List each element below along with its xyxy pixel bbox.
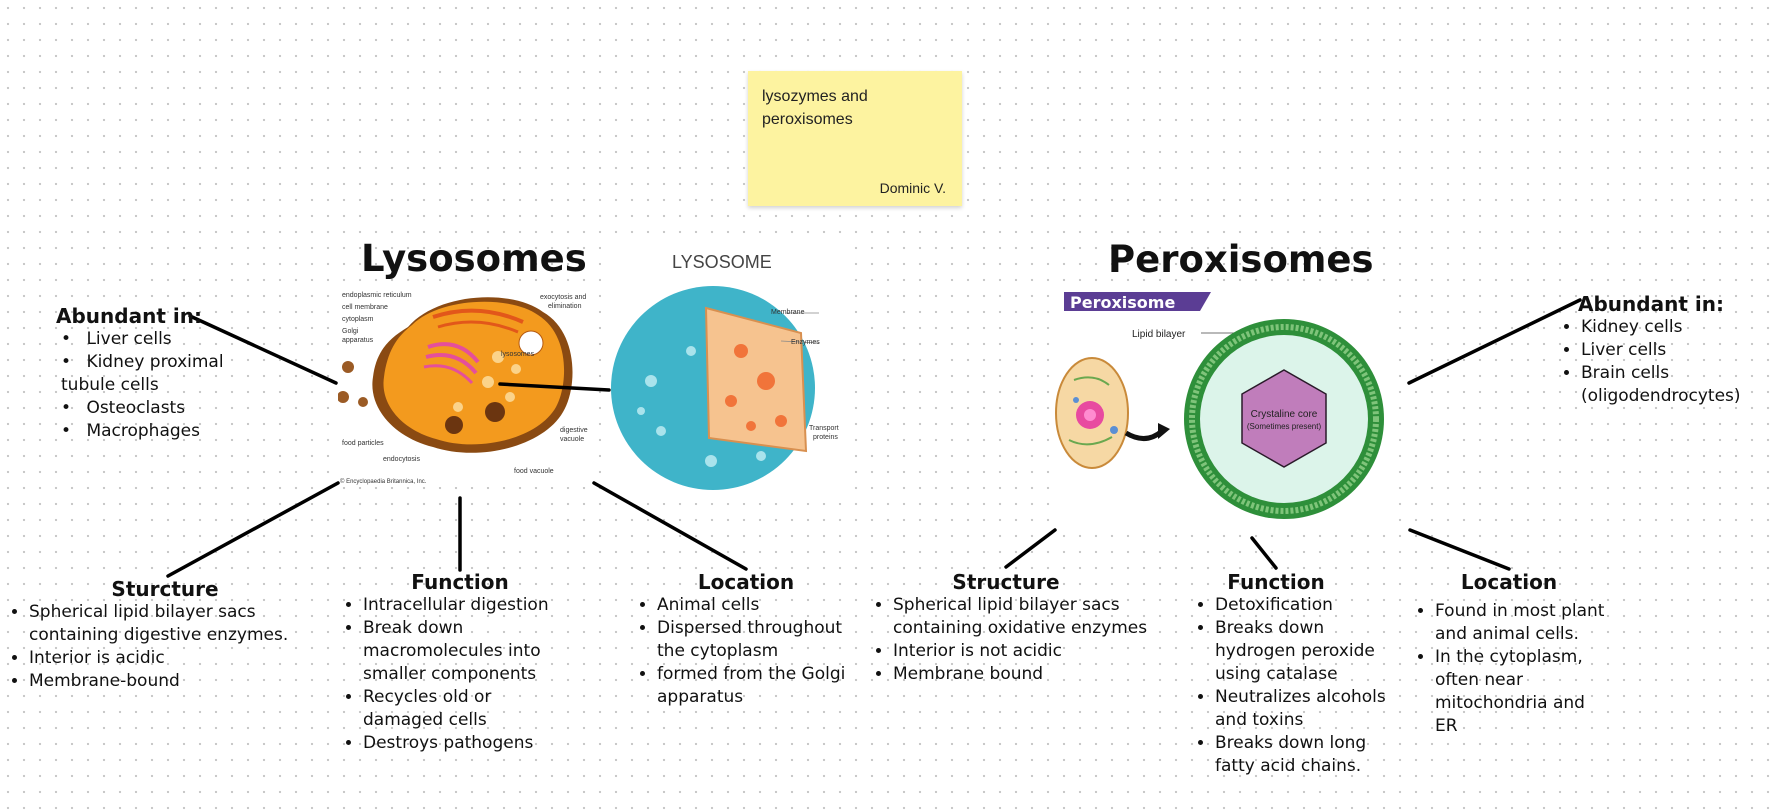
peroxisome-location-heading: Location — [1460, 570, 1558, 594]
peroxisomes-title: Peroxisomes — [1108, 238, 1374, 281]
lysosome-structure-section: Sturcture Spherical lipid bilayer sacs c… — [0, 577, 290, 693]
list-item: Detoxification — [1215, 594, 1395, 617]
list-item: Spherical lipid bilayer sacs containing … — [29, 601, 290, 647]
britannica-credit: © Encyclopaedia Britannica, Inc. — [340, 478, 427, 485]
sticky-note[interactable]: lysozymes and peroxisomes Dominic V. — [748, 71, 962, 206]
label-elimination: elimination — [548, 303, 582, 310]
core-sublabel: (Sometimes present) — [1247, 422, 1322, 431]
label-enzymes: Enzymes — [791, 339, 820, 346]
list-item: In the cytoplasm, often near mitochondri… — [1435, 646, 1610, 738]
label-golgi: Golgi — [342, 328, 359, 335]
label-cytoplasm: cytoplasm — [342, 316, 374, 323]
peroxisome-abundant-heading: Abundant in: — [1578, 292, 1724, 316]
label-endocytosis: endocytosis — [383, 456, 420, 463]
label-lipid-bilayer: Lipid bilayer — [1132, 329, 1186, 340]
list-item: Animal cells — [657, 594, 857, 617]
core-label: Crystaline core — [1251, 409, 1318, 420]
label-endoplasmic-reticulum: endoplasmic reticulum — [342, 292, 412, 299]
peroxisome-function-list: Detoxification Breaks down hydrogen pero… — [1186, 594, 1395, 778]
label-proteins: proteins — [813, 434, 838, 441]
lysosome-abundant-section: Abundant in: • Liver cells • Kidney prox… — [56, 304, 246, 443]
lysosome-abundant-heading: Abundant in: — [56, 304, 202, 328]
list-item: Kidney cells — [1581, 316, 1761, 339]
list-item: Recycles old or damaged cells — [363, 686, 573, 732]
peroxisome-location-list: Found in most plant and animal cells. In… — [1406, 594, 1610, 738]
label-exocytosis: exocytosis and — [540, 294, 586, 301]
lysosome-structure-list: Spherical lipid bilayer sacs containing … — [0, 601, 290, 693]
label-food-particles: food particles — [342, 440, 384, 447]
list-item: Brain cells (oligodendrocytes) — [1581, 362, 1761, 408]
list-item: Breaks down hydrogen peroxide using cata… — [1215, 617, 1395, 686]
list-item: Membrane-bound — [29, 670, 290, 693]
list-item: Intracellular digestion — [363, 594, 573, 617]
list-item: • Osteoclasts — [61, 398, 186, 418]
lysosome-location-heading: Location — [697, 570, 795, 594]
lysosome-structure-heading: Sturcture — [111, 577, 219, 601]
list-item: formed from the Golgi apparatus — [657, 663, 857, 709]
label-lysosomes: lysosomes — [501, 351, 535, 358]
list-item: Liver cells — [1581, 339, 1761, 362]
list-item: Neutralizes alcohols and toxins — [1215, 686, 1395, 732]
list-item: Breaks down long fatty acid chains. — [1215, 732, 1395, 778]
lysosome-abundant-list: • Liver cells • Kidney proximal tubule c… — [56, 328, 246, 443]
label-digestive: digestive — [560, 427, 588, 434]
label-membrane: Membrane — [771, 309, 805, 316]
peroxisome-structure-section: Structure Spherical lipid bilayer sacs c… — [864, 570, 1154, 686]
peroxisome-abundant-list: Kidney cells Liver cells Brain cells (ol… — [1552, 316, 1761, 408]
lysosome-location-section: Location Animal cells Dispersed througho… — [628, 570, 853, 709]
peroxisome-location-section: Location Found in most plant and animal … — [1406, 570, 1616, 738]
lysosome-function-list: Intracellular digestion Break down macro… — [334, 594, 573, 755]
label-food-vacuole: food vacuole — [514, 468, 554, 475]
list-item: • Kidney proximal tubule cells — [61, 352, 224, 395]
label-vacuole: vacuole — [560, 436, 584, 443]
list-item: Found in most plant and animal cells. — [1435, 600, 1610, 646]
label-apparatus: apparatus — [342, 337, 374, 344]
list-item: • Liver cells — [61, 329, 172, 349]
lysosome-3d-title: LYSOSOME — [672, 252, 772, 272]
list-item: Break down macromolecules into smaller c… — [363, 617, 573, 686]
peroxisome-abundant-section: Abundant in: Kidney cells Liver cells Br… — [1552, 292, 1762, 408]
lysosome-function-heading: Function — [411, 570, 509, 594]
peroxisome-structure-heading: Structure — [952, 570, 1060, 594]
peroxisome-banner: Peroxisome — [1070, 293, 1175, 312]
peroxisome-function-section: Function Detoxification Breaks down hydr… — [1186, 570, 1396, 778]
lysosomes-title: Lysosomes — [361, 237, 587, 280]
sticky-note-author: Dominic V. — [879, 180, 946, 196]
list-item: Spherical lipid bilayer sacs containing … — [893, 594, 1153, 640]
list-item: Dispersed throughout the cytoplasm — [657, 617, 857, 663]
list-item: Interior is not acidic — [893, 640, 1153, 663]
lysosome-function-section: Function Intracellular digestion Break d… — [334, 570, 574, 755]
list-item: • Macrophages — [61, 421, 200, 441]
lysosome-location-list: Animal cells Dispersed throughout the cy… — [628, 594, 857, 709]
sticky-note-text: lysozymes and peroxisomes — [762, 88, 868, 128]
peroxisome-diagram: Peroxisome Lipid bilayer Crystaline core… — [1054, 285, 1392, 530]
list-item: Membrane bound — [893, 663, 1153, 686]
list-item: Destroys pathogens — [363, 732, 573, 755]
label-cell-membrane: cell membrane — [342, 304, 388, 311]
lysosome-cell-diagram: endoplasmic reticulum cell membrane cyto… — [338, 287, 596, 487]
list-item: Interior is acidic — [29, 647, 290, 670]
lysosome-3d-diagram: LYSOSOME Membrane Enzymes Transport prot… — [601, 241, 851, 503]
label-transport: Transport — [809, 425, 839, 432]
peroxisome-structure-list: Spherical lipid bilayer sacs containing … — [864, 594, 1153, 686]
peroxisome-function-heading: Function — [1227, 570, 1325, 594]
